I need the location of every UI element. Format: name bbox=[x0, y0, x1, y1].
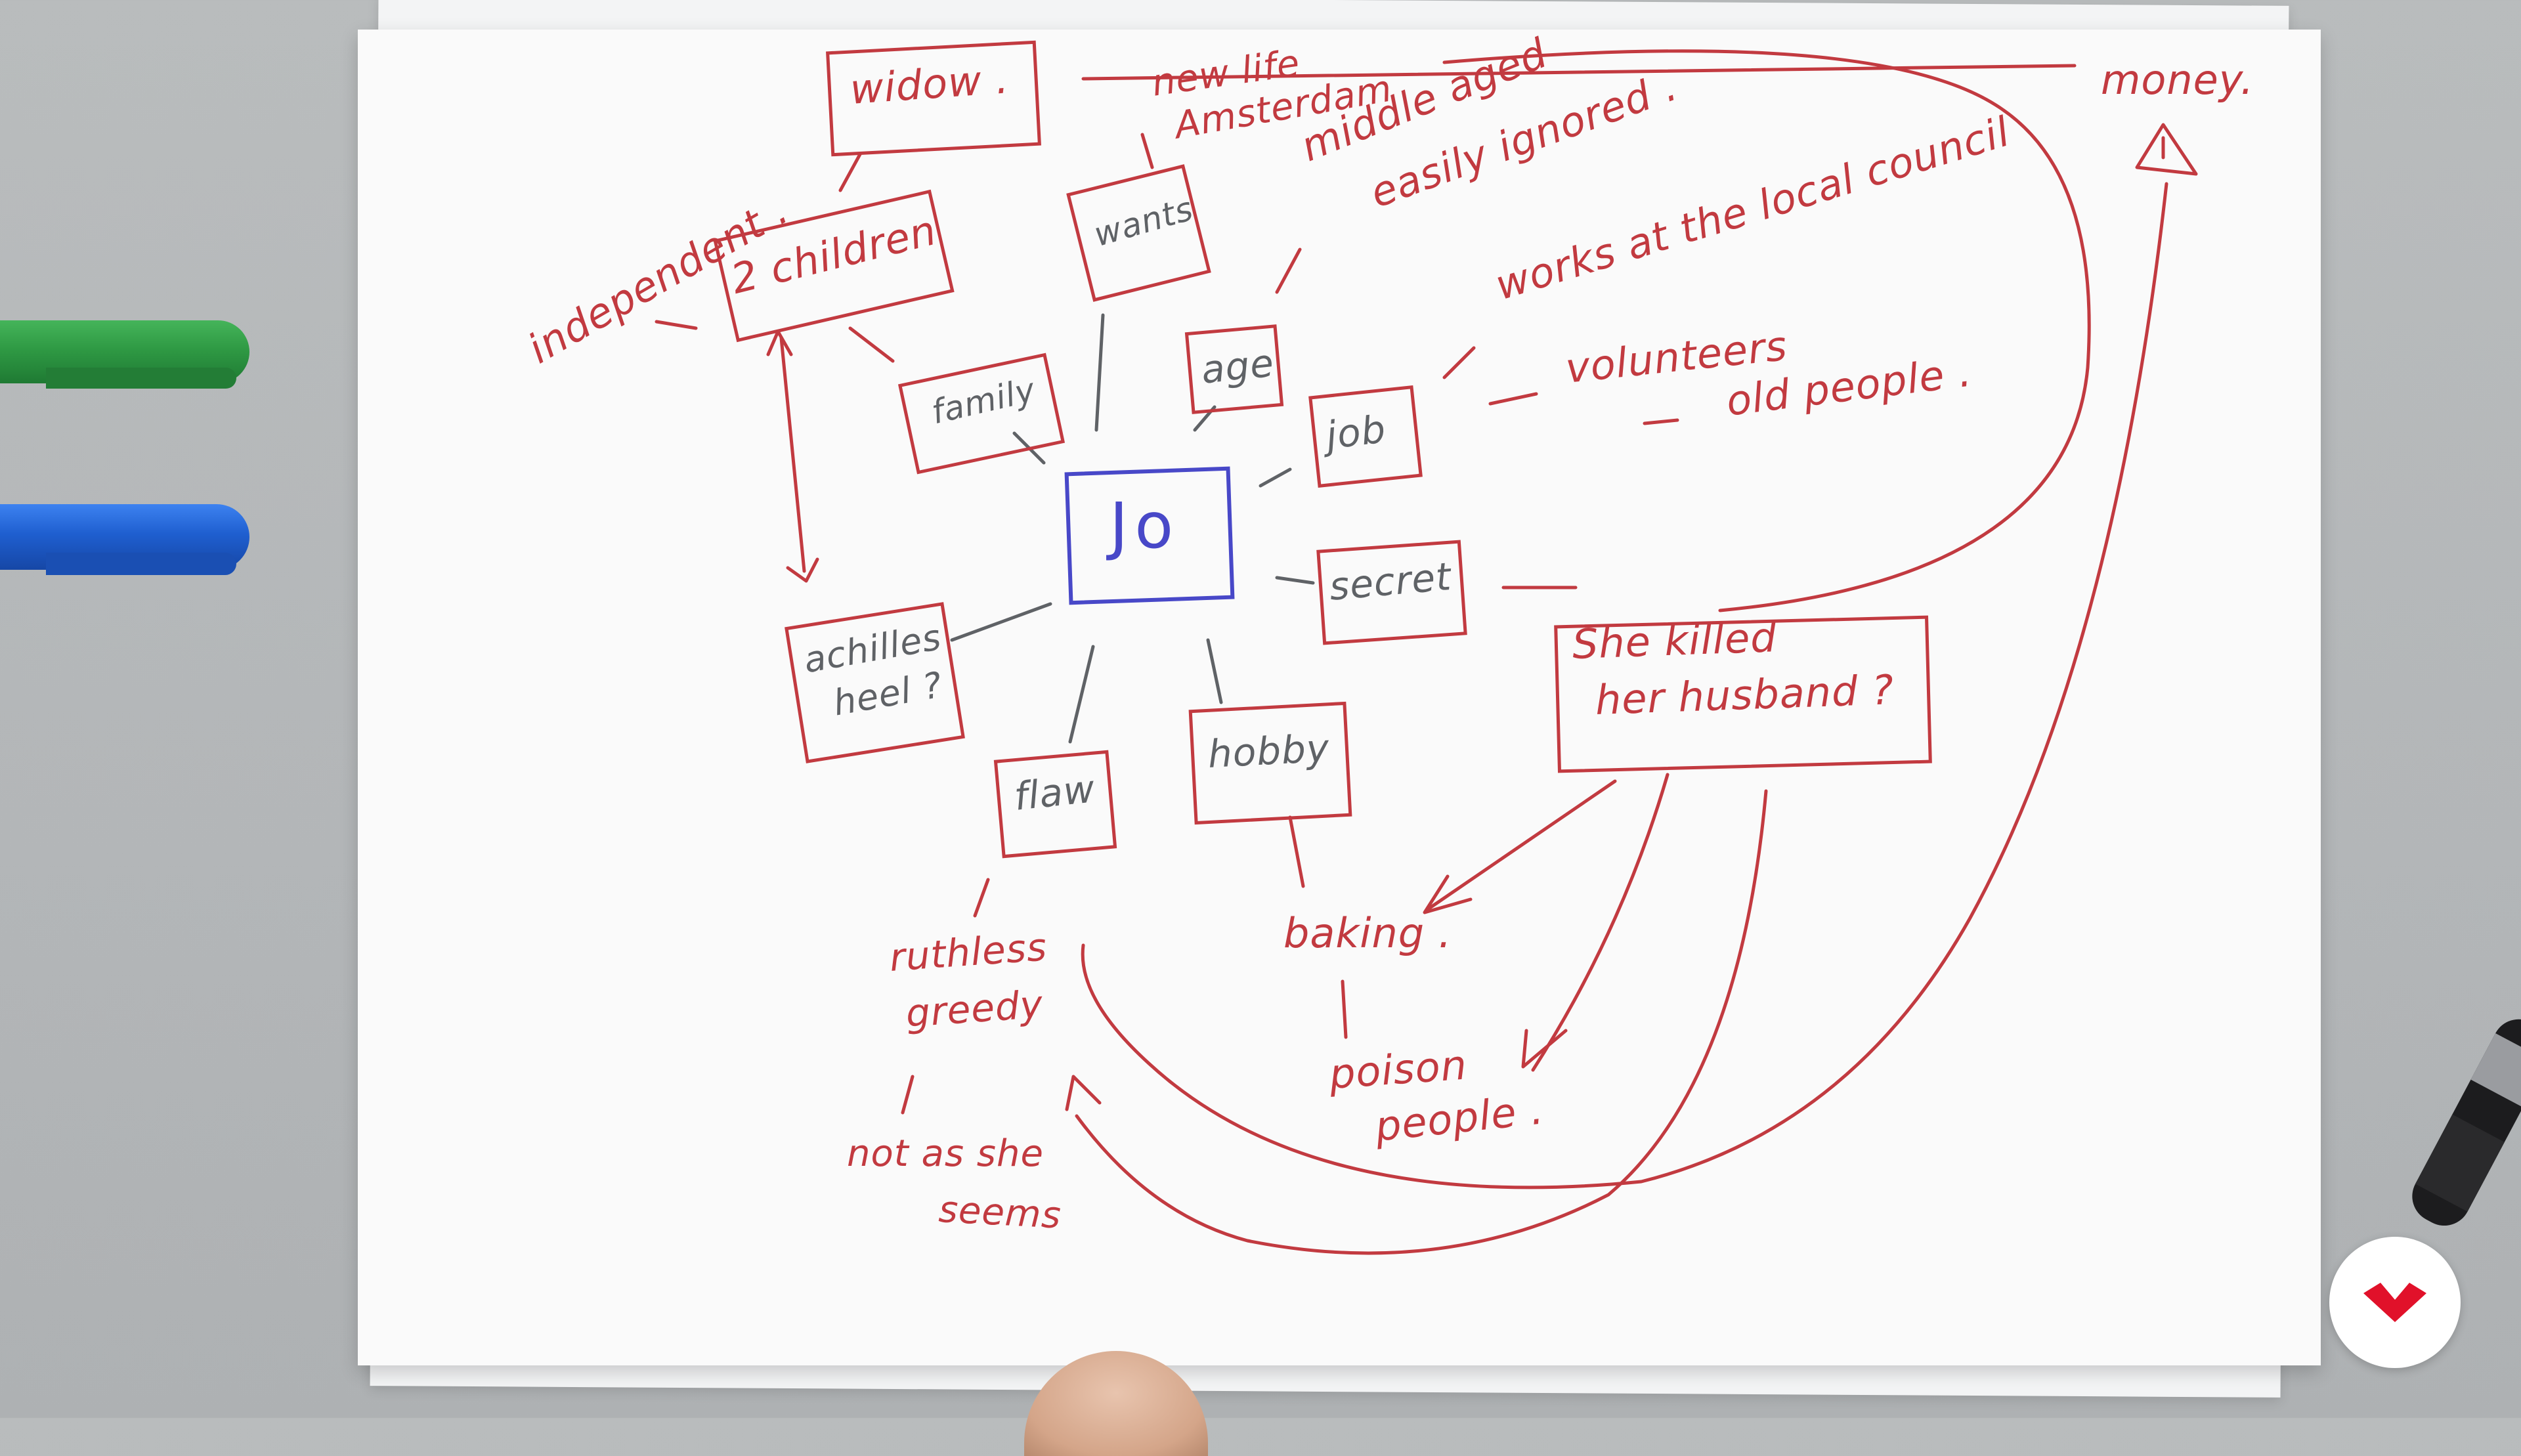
note-poison: poison bbox=[1327, 1040, 1469, 1098]
note-not-as-she: not as she bbox=[847, 1132, 1044, 1175]
green-marker-clip bbox=[46, 368, 236, 389]
note-seems: seems bbox=[937, 1188, 1063, 1237]
job-label: job bbox=[1323, 406, 1389, 458]
blue-marker-clip bbox=[46, 553, 236, 575]
note-money: money. bbox=[2101, 56, 2254, 104]
flaw-label: flaw bbox=[1012, 766, 1098, 819]
note-baking: baking . bbox=[1283, 909, 1452, 957]
hobby-label: hobby bbox=[1207, 725, 1331, 777]
brand-logo-icon bbox=[2363, 1283, 2426, 1322]
brand-logo[interactable] bbox=[2329, 1237, 2461, 1368]
jo-label: Jo bbox=[1110, 489, 1180, 563]
paper-sheet bbox=[358, 30, 2321, 1365]
mind-map-lines bbox=[655, 49, 2198, 1255]
note-greedy: greedy bbox=[904, 981, 1045, 1036]
killed-label-1: She killed bbox=[1571, 613, 1778, 668]
age-label: age bbox=[1199, 340, 1276, 393]
